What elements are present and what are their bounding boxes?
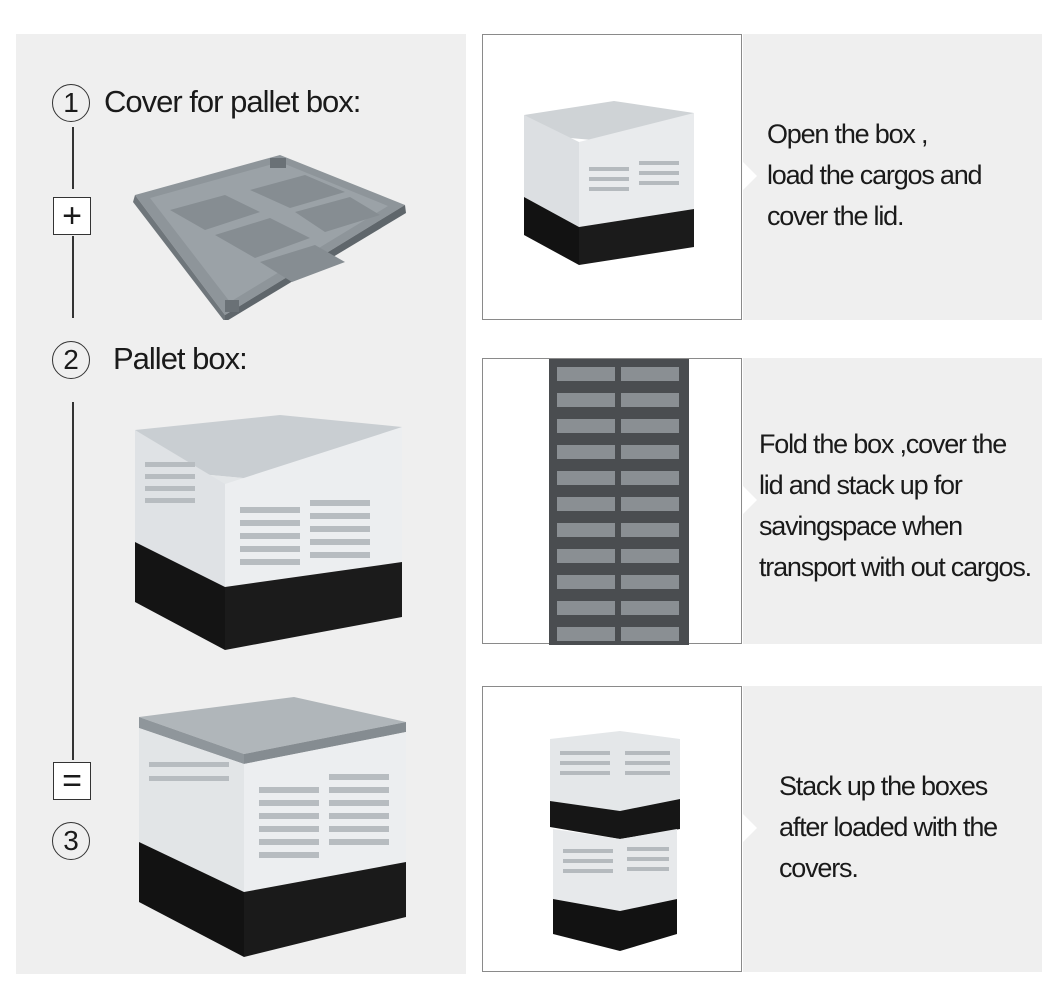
equals-icon: =: [53, 762, 91, 800]
covered-pallet-box-image: [139, 697, 406, 957]
step-label-pallet-box: Pallet box:: [113, 341, 248, 376]
caption-line: Fold the box ,cover the: [759, 429, 1007, 459]
caption-line: covers.: [779, 853, 859, 883]
instruction-card-fold: Fold the box ,cover the lid and stack up…: [482, 358, 1042, 645]
card-pointer: [743, 486, 757, 514]
connector-line: [72, 402, 74, 760]
step-label-cover: Cover for pallet box:: [104, 84, 361, 119]
card-caption: Fold the box ,cover the lid and stack up…: [759, 424, 1032, 588]
card-photo-frame: [482, 686, 742, 972]
caption-line: savingspace when: [759, 511, 963, 541]
card-caption: Stack up the boxes after loaded with the…: [779, 766, 998, 889]
pallet-box-image: [135, 415, 402, 650]
card-pointer: [743, 814, 757, 842]
card-pointer: [743, 162, 757, 190]
plus-icon: +: [53, 197, 91, 235]
caption-line: transport with out cargos.: [759, 552, 1032, 582]
step-number-2: 2: [52, 341, 90, 379]
instruction-card-stack: Stack up the boxes after loaded with the…: [482, 686, 1042, 972]
open-box-photo: [524, 101, 694, 265]
caption-line: Open the box ,: [767, 119, 929, 149]
caption-line: load the cargos and: [767, 160, 983, 190]
folded-stack-photo: [549, 359, 689, 645]
caption-line: cover the lid.: [767, 201, 904, 231]
instruction-card-open: Open the box , load the cargos and cover…: [482, 34, 1042, 320]
card-text-area: Fold the box ,cover the lid and stack up…: [743, 358, 1042, 644]
card-photo-frame: [482, 34, 742, 320]
stacked-boxes-photo: [550, 731, 680, 951]
connector-line: [72, 236, 74, 318]
card-caption: Open the box , load the cargos and cover…: [767, 114, 983, 237]
card-text-area: Stack up the boxes after loaded with the…: [743, 686, 1042, 972]
connector-line: [72, 127, 74, 189]
step-number-3: 3: [52, 822, 90, 860]
pallet-lid-image: [133, 155, 406, 320]
card-text-area: Open the box , load the cargos and cover…: [743, 34, 1042, 320]
caption-line: Stack up the boxes: [779, 771, 988, 801]
card-photo-frame: [482, 358, 742, 645]
caption-line: lid and stack up for: [759, 470, 963, 500]
step-number-1: 1: [52, 84, 90, 122]
caption-line: after loaded with the: [779, 812, 998, 842]
